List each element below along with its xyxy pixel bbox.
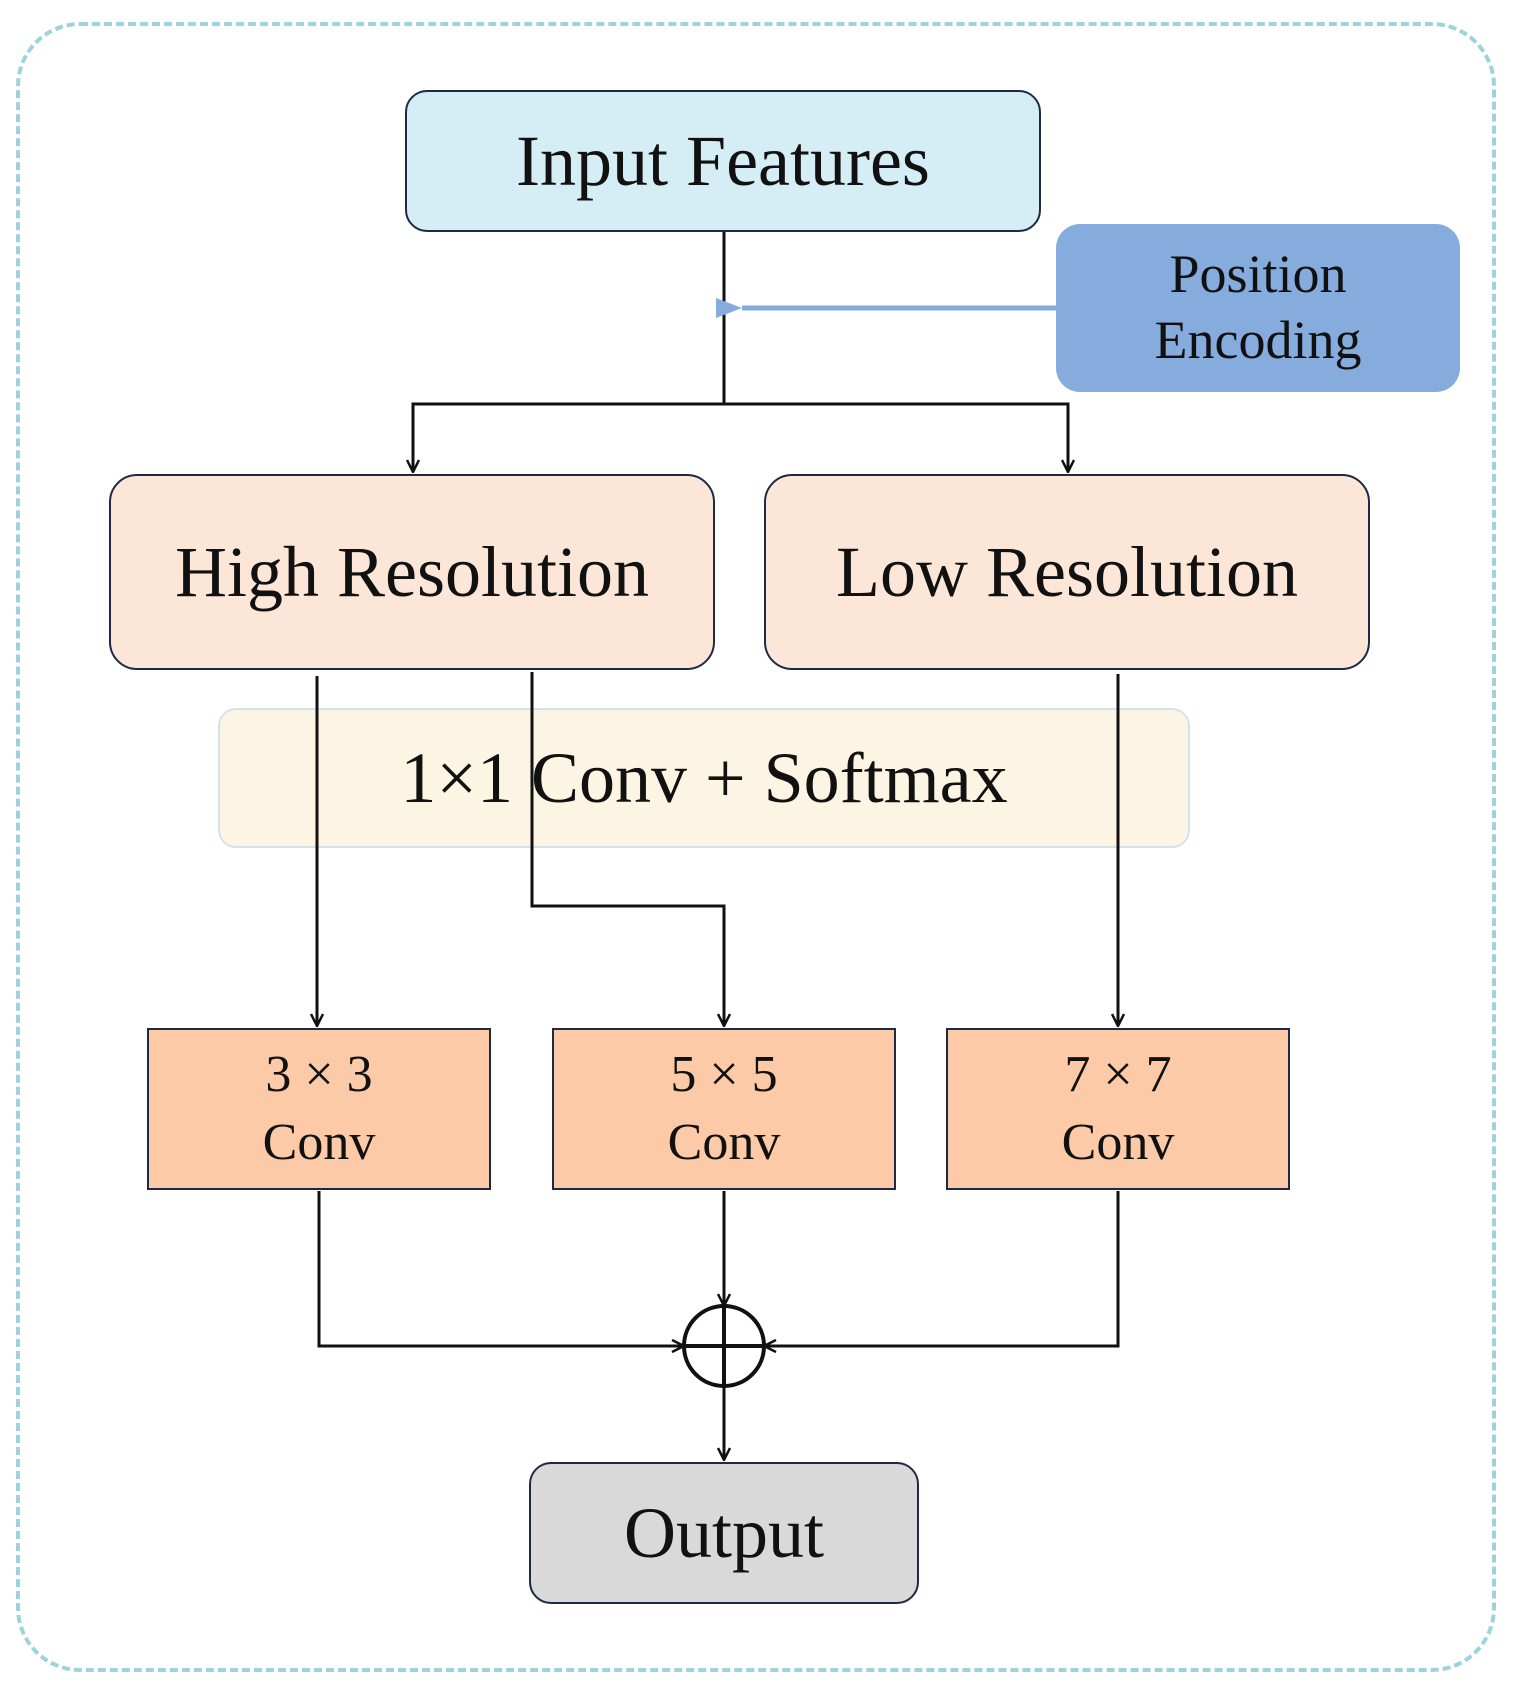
- conv-softmax-block: 1×1 Conv + Softmax: [218, 708, 1190, 848]
- conv7-to-sum-arrow: [764, 1191, 1120, 1346]
- high-to-conv5-arrow: [530, 672, 724, 1026]
- high-resolution-label: High Resolution: [174, 531, 649, 612]
- position-encoding-node: Position Encoding: [1056, 224, 1460, 392]
- low-resolution-label: Low Resolution: [836, 531, 1298, 612]
- position-encoding-label-line2: Encoding: [1154, 310, 1362, 370]
- output-label: Output: [623, 1492, 824, 1573]
- position-encoding-label-line1: Position: [1169, 244, 1347, 305]
- input-features-label: Input Features: [516, 120, 930, 201]
- high-resolution-node: High Resolution: [109, 474, 715, 670]
- conv-3x3-op: Conv: [262, 1114, 376, 1171]
- split-line-low: [724, 402, 1068, 472]
- diagram-frame: [16, 22, 1496, 1672]
- conv-5x5-op: Conv: [667, 1114, 781, 1171]
- conv-5x5-kernel: 5 × 5: [670, 1046, 778, 1104]
- conv-7x7-kernel: 7 × 7: [1064, 1046, 1172, 1104]
- conv-7x7-node: 7 × 7 Conv: [946, 1028, 1290, 1190]
- conv-3x3-kernel: 3 × 3: [265, 1046, 373, 1104]
- split-line-high: [413, 402, 724, 472]
- sum-node-icon: [682, 1304, 766, 1388]
- conv-softmax-label: 1×1 Conv + Softmax: [400, 737, 1008, 818]
- low-resolution-node: Low Resolution: [764, 474, 1370, 670]
- conv-7x7-op: Conv: [1061, 1114, 1175, 1171]
- input-features-node: Input Features: [405, 90, 1041, 232]
- conv3-to-sum-arrow: [317, 1191, 684, 1346]
- output-node: Output: [529, 1462, 919, 1604]
- conv-5x5-node: 5 × 5 Conv: [552, 1028, 896, 1190]
- conv-3x3-node: 3 × 3 Conv: [147, 1028, 491, 1190]
